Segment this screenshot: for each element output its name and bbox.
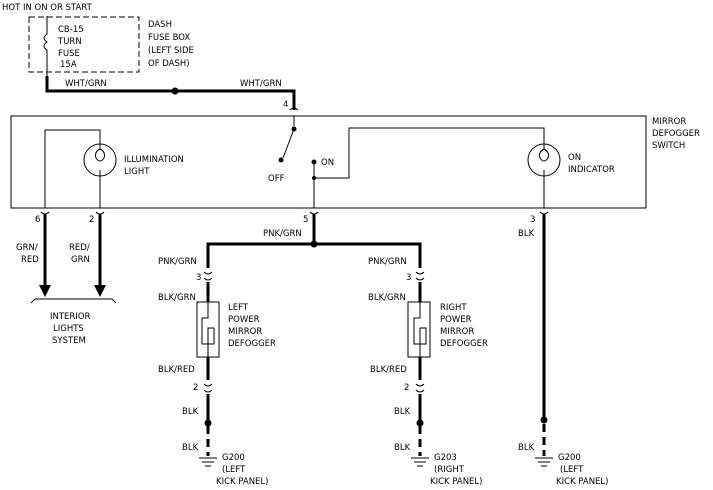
indicator-ground-loc-1: (LEFT xyxy=(560,465,584,475)
right-in-wire: PNK/GRN xyxy=(368,257,407,267)
left-ground-loc-1: (LEFT xyxy=(222,465,246,475)
fuse-element-icon xyxy=(43,16,48,76)
switch-lever-icon xyxy=(282,128,295,159)
right-splice-dot xyxy=(416,419,424,427)
connector-pin-3-icon xyxy=(539,211,549,215)
interior-label-2: LIGHTS xyxy=(53,324,84,334)
right-out-pin: 2 xyxy=(404,383,409,393)
fuse-line1: TURN xyxy=(57,37,82,47)
left-splice-dot xyxy=(204,419,212,427)
connector-pin-5-icon xyxy=(309,211,319,215)
switch-name-2: DEFOGGER xyxy=(652,129,700,139)
fuse-out-wire-label: WHT/GRN xyxy=(65,79,107,89)
right-name-3: MIRROR xyxy=(440,327,474,337)
left-heater-element-icon xyxy=(201,302,215,357)
connector-pin-6-icon xyxy=(40,211,50,215)
fuse-box-label-1: DASH xyxy=(148,20,172,30)
right-in-pin: 3 xyxy=(406,273,411,283)
interior-label-3: SYSTEM xyxy=(52,336,86,346)
left-ground-loc-2: KICK PANEL) xyxy=(216,477,268,487)
right-name-4: DEFOGGER xyxy=(440,339,488,349)
fuse-box-label-4: OF DASH) xyxy=(148,59,190,69)
right-top-wire-label: BLK/GRN xyxy=(368,293,406,303)
left-out-pin: 2 xyxy=(193,383,198,393)
on-indicator-feed xyxy=(314,127,545,179)
left-blk-2: BLK xyxy=(182,443,199,453)
switch-off-contact xyxy=(278,157,284,163)
feed-wire-to-switch xyxy=(175,89,296,110)
switch-box xyxy=(10,115,647,209)
right-blk-2: BLK xyxy=(394,443,411,453)
left-name-4: DEFOGGER xyxy=(228,339,276,349)
right-ground-loc-2: KICK PANEL) xyxy=(430,477,482,487)
left-in-connector-icon xyxy=(203,271,213,281)
left-out-wire-label: BLK/RED xyxy=(158,365,195,375)
right-defogger-box xyxy=(407,301,431,358)
right-ground-icon xyxy=(411,457,429,467)
indicator-ground: G200 xyxy=(558,453,581,463)
switch-on-label: ON xyxy=(321,158,334,168)
right-heater-element-icon xyxy=(413,302,427,357)
red-grn-label-1: RED/ xyxy=(69,243,90,253)
connector-pin-4-icon xyxy=(289,107,299,111)
left-in-pin: 3 xyxy=(196,273,201,283)
indicator-blk-2: BLK xyxy=(518,443,535,453)
pin-4-label: 4 xyxy=(283,100,288,110)
pnk-grn-main-label: PNK/GRN xyxy=(263,229,302,239)
indicator-blk-label: BLK xyxy=(518,229,535,239)
red-grn-label-2: GRN xyxy=(71,255,90,265)
pnk-grn-branch xyxy=(206,242,422,268)
left-ground-icon xyxy=(199,457,217,467)
bulb-filament-icon xyxy=(95,143,105,162)
pin-6-label: 6 xyxy=(35,215,40,225)
hot-label: HOT IN ON OR START xyxy=(2,3,93,13)
on-indicator-label-2: INDICATOR xyxy=(568,165,615,175)
on-indicator-label-1: ON xyxy=(568,153,581,163)
indicator-splice-dot xyxy=(540,416,548,424)
right-blk-1: BLK xyxy=(394,407,411,417)
arrow-down-icon xyxy=(39,285,51,297)
illum-label-1: ILLUMINATION xyxy=(124,155,184,165)
arrow-down-icon-2 xyxy=(94,285,106,297)
left-in-wire: PNK/GRN xyxy=(158,257,197,267)
illum-wire-top xyxy=(44,129,101,208)
left-ground: G200 xyxy=(222,453,245,463)
indicator-filament-icon xyxy=(539,143,549,162)
switch-off-label: OFF xyxy=(268,174,285,184)
fuse-box-label-3: (LEFT SIDE xyxy=(148,46,194,56)
right-ground-loc-1: (RIGHT xyxy=(434,465,465,475)
grn-red-label-2: RED xyxy=(21,255,39,265)
left-name-3: MIRROR xyxy=(228,327,262,337)
left-blk-1: BLK xyxy=(182,407,199,417)
switch-name-1: MIRROR xyxy=(652,117,686,127)
fuse-box-outline xyxy=(28,16,140,73)
fuse-line2: FUSE xyxy=(58,49,80,59)
fuse-box-label-2: FUSE BOX xyxy=(148,33,190,43)
right-out-wire-label: BLK/RED xyxy=(370,365,407,375)
left-name-2: POWER xyxy=(228,315,260,325)
right-ground: G203 xyxy=(434,453,457,463)
pin-2-label: 2 xyxy=(89,215,94,225)
left-name-1: LEFT xyxy=(228,303,249,313)
left-out-connector-icon xyxy=(203,383,213,393)
indicator-ground-loc-2: KICK PANEL) xyxy=(556,477,608,487)
right-out-connector-icon xyxy=(415,383,425,393)
left-top-wire-label: BLK/GRN xyxy=(158,293,196,303)
fuse-rating: 15A xyxy=(60,60,77,70)
switch-in-wire-label: WHT/GRN xyxy=(240,79,282,89)
interior-bracket xyxy=(30,298,117,304)
right-in-connector-icon xyxy=(415,271,425,281)
right-name-1: RIGHT xyxy=(440,303,467,313)
connector-pin-2-icon xyxy=(95,211,105,215)
indicator-ground-icon xyxy=(535,457,553,467)
pin-5-label: 5 xyxy=(303,215,308,225)
illum-label-2: LIGHT xyxy=(124,167,150,177)
fuse-name: CB-15 xyxy=(58,25,84,35)
grn-red-label-1: GRN/ xyxy=(16,243,38,253)
pin-3-label: 3 xyxy=(530,215,535,225)
right-name-2: POWER xyxy=(440,315,472,325)
interior-label-1: INTERIOR xyxy=(50,312,91,322)
switch-name-3: SWITCH xyxy=(652,141,685,151)
